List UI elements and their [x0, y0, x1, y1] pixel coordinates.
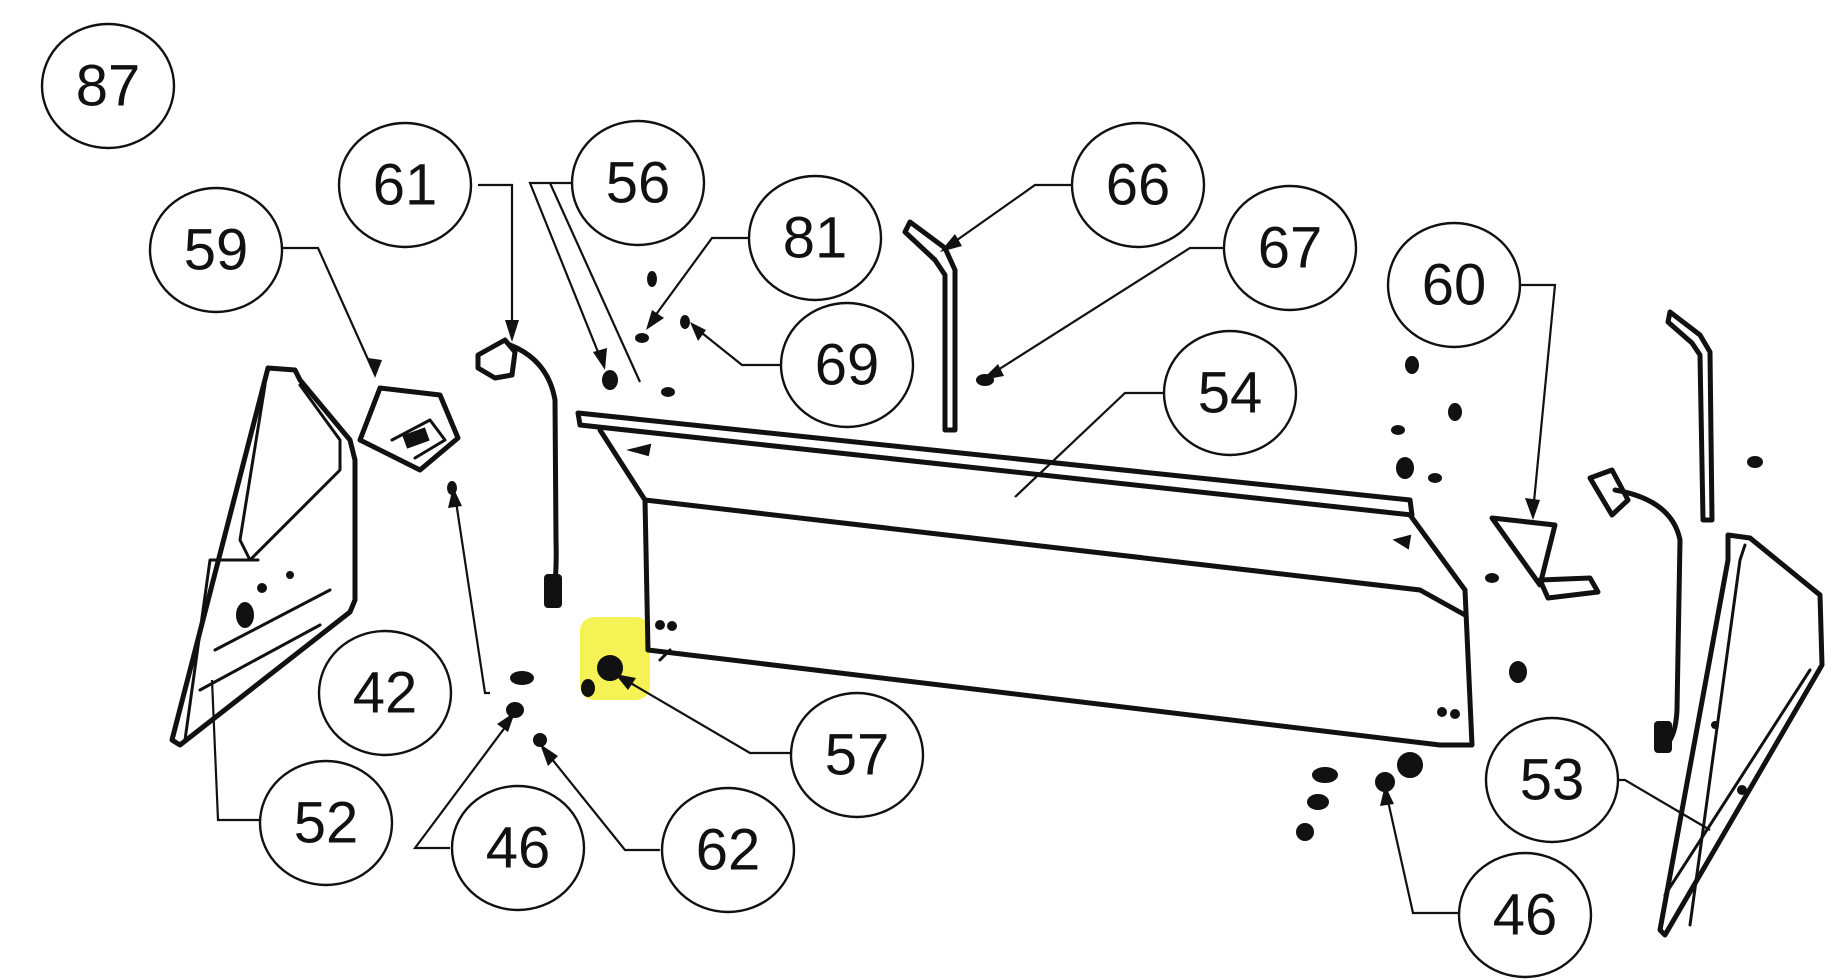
hardware-cluster-top: [602, 271, 994, 397]
part-61-left-rod: [475, 337, 562, 608]
callout-54: 54: [1162, 329, 1298, 457]
callout-46-left: 46: [450, 784, 586, 912]
callout-label: 46: [1493, 883, 1558, 948]
callout-87: 87: [40, 22, 176, 150]
callout-69: 69: [779, 301, 915, 429]
callout-67: 67: [1222, 184, 1358, 312]
part-66-handle: [902, 219, 958, 433]
callout-label: 54: [1198, 361, 1263, 426]
callout-label: 57: [825, 723, 890, 788]
callout-label: 53: [1520, 748, 1585, 813]
part-right-handle: [1665, 309, 1715, 523]
part-59-left-bracket: [357, 385, 461, 473]
callout-label: 81: [783, 206, 848, 271]
callout-56: 56: [570, 119, 706, 247]
part-52-left-end-panel: [169, 365, 358, 748]
callout-label: 52: [294, 791, 359, 856]
callout-label: 62: [696, 818, 761, 883]
figure-number-text: 87: [76, 54, 141, 119]
callout-label: 59: [184, 218, 249, 283]
callout-label: 56: [606, 151, 671, 216]
callout-label: 42: [353, 661, 418, 726]
callout-61: 61: [337, 121, 473, 249]
callout-53: 53: [1484, 716, 1620, 844]
callout-52: 52: [258, 759, 394, 887]
callout-label: 66: [1106, 153, 1171, 218]
callout-label: 61: [373, 153, 438, 218]
hardware-cluster-bottom-right: [1296, 752, 1423, 841]
callout-62: 62: [660, 786, 796, 914]
callout-42: 42: [317, 629, 453, 757]
callout-label: 46: [486, 816, 551, 881]
callout-60: 60: [1386, 221, 1522, 349]
part-60-right-bracket: [1489, 515, 1601, 601]
part-54-long-panel: [575, 410, 1475, 748]
callout-57: 57: [789, 691, 925, 819]
callout-label: 60: [1422, 253, 1487, 318]
part-right-rod: [1587, 467, 1683, 753]
callout-66: 66: [1070, 121, 1206, 249]
callout-81: 81: [747, 174, 883, 302]
part-53-right-end-panel: [1657, 532, 1825, 938]
hardware-cluster-right: [1391, 356, 1763, 683]
hardware-cluster-bottom-left: [447, 481, 623, 747]
leader-lines: [210, 181, 1711, 915]
callout-label: 67: [1258, 216, 1323, 281]
callout-59: 59: [148, 186, 284, 314]
callout-46-right: 46: [1457, 851, 1593, 979]
callout-label: 69: [815, 333, 880, 398]
